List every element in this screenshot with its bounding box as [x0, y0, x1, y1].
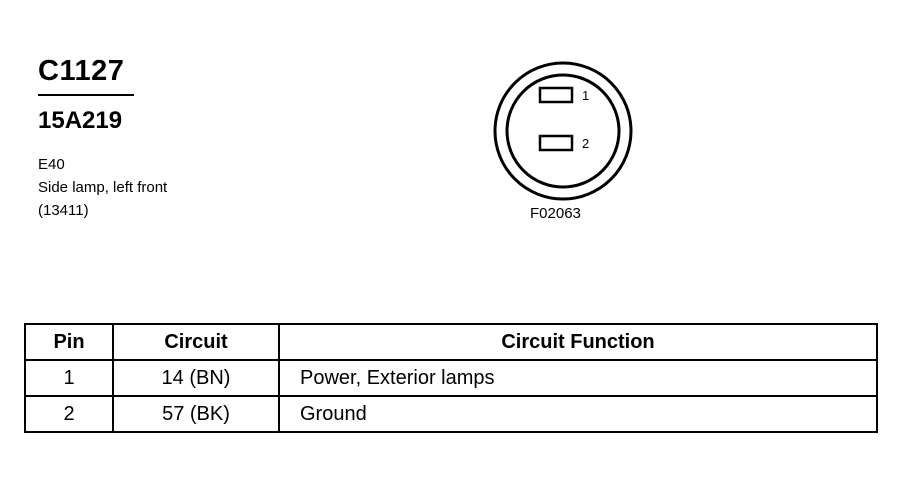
row-circuit: 57 (BK): [112, 395, 280, 433]
table-row: 2 57 (BK) Ground: [24, 395, 878, 433]
component-reference: (13411): [38, 202, 89, 219]
header-circuit-function: Circuit Function: [278, 323, 878, 361]
part-number: 15A219: [38, 107, 123, 134]
pin-2-label: 2: [582, 136, 589, 151]
table-header-row: Pin Circuit Circuit Function: [24, 323, 878, 361]
location-code: E40: [38, 156, 65, 173]
row-function: Ground: [278, 395, 878, 433]
table-row: 1 14 (BN) Power, Exterior lamps: [24, 359, 878, 397]
row-circuit: 14 (BN): [112, 359, 280, 397]
row-pin: 2: [24, 395, 114, 433]
pinout-table: Pin Circuit Circuit Function 1 14 (BN) P…: [24, 323, 878, 433]
header-pin: Pin: [24, 323, 114, 361]
connector-inner-ring: [505, 73, 621, 189]
header-circuit: Circuit: [112, 323, 280, 361]
connector-outer-ring: [493, 61, 633, 201]
connector-face-diagram: 1 2: [493, 61, 633, 201]
row-pin: 1: [24, 359, 114, 397]
pin-1-terminal: [538, 86, 574, 104]
pin-2-terminal: [538, 134, 574, 152]
connector-id-underline: [38, 94, 134, 96]
pin-1-label: 1: [582, 88, 589, 103]
row-function: Power, Exterior lamps: [278, 359, 878, 397]
connector-id: C1127: [38, 55, 125, 87]
figure-code: F02063: [530, 205, 581, 222]
component-description: Side lamp, left front: [38, 179, 168, 196]
